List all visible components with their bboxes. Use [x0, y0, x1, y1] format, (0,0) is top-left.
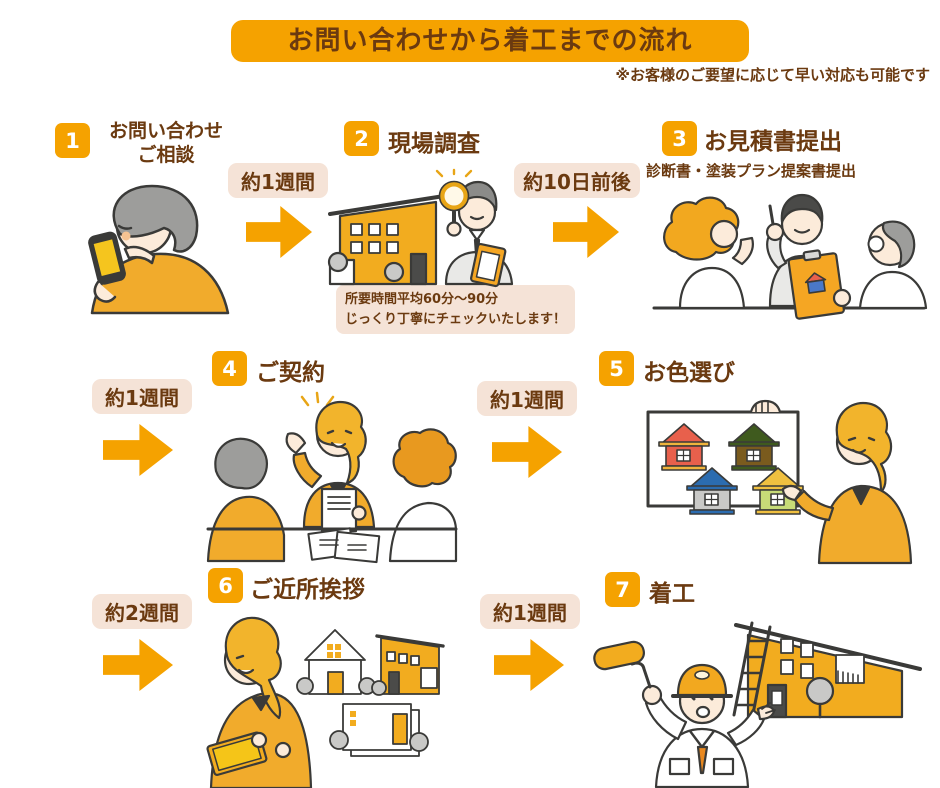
house-icon — [371, 634, 445, 696]
step-2-note: 所要時間平均60分〜90分 じっくり丁寧にチェックいたします！ — [336, 285, 576, 334]
step-6-badge: 6 — [208, 568, 243, 603]
illustration-step-5 — [646, 399, 913, 565]
hard-hat-icon — [671, 663, 733, 698]
step-5-badge: 5 — [599, 351, 634, 386]
flow-arrow-4 — [492, 426, 562, 478]
house-icon — [329, 703, 429, 757]
house-icon — [804, 272, 827, 294]
step-2-badge: 2 — [344, 121, 379, 156]
flow-arrow-5 — [103, 639, 173, 691]
step-1-badge: 1 — [55, 123, 90, 158]
illustration-step-3 — [652, 193, 928, 320]
house-icon — [752, 467, 804, 515]
illustration-step-4 — [206, 391, 458, 564]
page-title: お問い合わせから着工までの流れ — [231, 20, 749, 62]
disclaimer-note: ※お客様のご要望に応じて早い対応も可能です — [615, 66, 930, 84]
duration-label-5: 約2週間 — [92, 594, 192, 629]
house-icon — [296, 629, 376, 695]
step-1-title: お問い合わせ ご相談 — [108, 120, 223, 166]
illustration-step-2 — [327, 168, 514, 288]
step-3-title: お見積書提出 — [704, 129, 842, 155]
house-icon — [734, 623, 922, 719]
ladder-icon — [732, 621, 772, 721]
smartphone-icon — [88, 231, 126, 285]
magnifier-icon — [435, 168, 473, 226]
duration-label-1: 約1週間 — [228, 163, 328, 198]
step-4-title: ご契約 — [256, 360, 325, 386]
paint-roller-icon — [593, 640, 652, 689]
step-4-badge: 4 — [212, 351, 247, 386]
step-5-title: お色選び — [643, 360, 735, 386]
step-3-subtitle: 診断書・塗装プラン提案書提出 — [646, 162, 857, 180]
house-icon — [728, 423, 780, 471]
illustration-step-6 — [206, 616, 445, 788]
clipboard-icon — [470, 242, 507, 288]
flow-arrow-1 — [246, 206, 312, 258]
flow-arrow-6 — [494, 639, 564, 691]
step-3-badge: 3 — [662, 121, 697, 156]
flow-arrow-2 — [553, 206, 619, 258]
house-icon — [658, 423, 710, 471]
step-6-title: ご近所挨拶 — [250, 577, 365, 603]
flow-arrow-3 — [103, 424, 173, 476]
step-2-title: 現場調査 — [388, 131, 480, 157]
house-icon — [686, 467, 738, 515]
illustration-step-7 — [593, 621, 922, 788]
step-7-title: 着工 — [649, 581, 695, 607]
clipboard-icon — [787, 249, 845, 320]
duration-label-2: 約10日前後 — [514, 163, 640, 198]
duration-label-3: 約1週間 — [92, 379, 192, 414]
illustration-step-1 — [88, 184, 230, 315]
house-icon — [327, 194, 446, 286]
duration-label-4: 約1週間 — [477, 381, 577, 416]
duration-label-6: 約1週間 — [480, 594, 580, 629]
step-7-badge: 7 — [605, 572, 640, 607]
